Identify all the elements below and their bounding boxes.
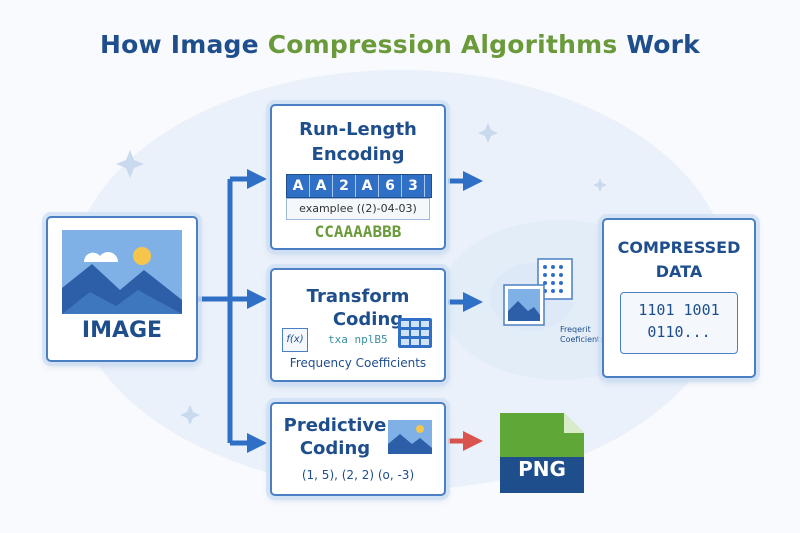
bits-line2: 0110...: [647, 323, 711, 341]
transform-code: txa nplB5: [328, 333, 388, 346]
predictive-panel: Predictive Coding (1, 5), (2, 2) (o, -3): [270, 402, 446, 496]
compressed-title-line2: DATA: [655, 262, 703, 281]
freq-label-line1: Freqerit: [560, 325, 591, 334]
transform-caption: Frequency Coefficients: [289, 356, 427, 370]
rle-cell: A: [287, 175, 310, 197]
rle-cell: A: [310, 175, 333, 197]
compressed-data-panel: COMPRESSED DATA 1101 1001 0110...: [602, 218, 756, 378]
transform-title-line2: Coding: [332, 309, 404, 330]
freq-label: Freqerit Coeficients: [560, 325, 604, 345]
page-title: How Image Compression Algorithms Work: [0, 30, 800, 59]
rle-cell: 3: [402, 175, 425, 197]
transform-title-line1: Transform: [306, 286, 410, 307]
bits-box: 1101 1001 0110...: [620, 292, 738, 354]
rle-cell: 2: [333, 175, 356, 197]
freq-label-line2: Coeficients: [560, 335, 605, 344]
title-part-1: How Image: [100, 30, 268, 59]
rle-title-line1: Run-Length: [299, 119, 417, 140]
png-file-icon: [500, 413, 584, 493]
landscape-icon: [388, 420, 432, 454]
rle-example: examplee ((2)-04-03): [286, 198, 430, 220]
rle-cell: A: [356, 175, 379, 197]
predictive-title-line1: Predictive: [283, 415, 387, 436]
title-part-3: Work: [617, 30, 700, 59]
fx-badge: f(x): [282, 328, 308, 352]
image-label: IMAGE: [81, 318, 163, 343]
compressed-title-line1: COMPRESSED: [617, 238, 741, 257]
coefficient-grid-icon: [398, 318, 432, 348]
landscape-icon: [62, 230, 182, 314]
title-part-2: Compression Algorithms: [267, 30, 618, 59]
image-box: IMAGE: [46, 216, 198, 362]
predictive-title-line2: Coding: [299, 438, 371, 459]
rle-encoded: CCAAAABBB: [314, 222, 402, 241]
transform-panel: Transform Coding f(x) txa nplB5 Frequenc…: [270, 268, 446, 382]
rle-title-line2: Encoding: [311, 144, 405, 165]
predictive-values: (1, 5), (2, 2) (o, -3): [301, 468, 415, 482]
frequency-illustration: [490, 258, 574, 331]
png-label: PNG: [518, 457, 566, 481]
bits-line1: 1101 1001: [638, 301, 720, 319]
rle-cell: 6: [379, 175, 402, 197]
